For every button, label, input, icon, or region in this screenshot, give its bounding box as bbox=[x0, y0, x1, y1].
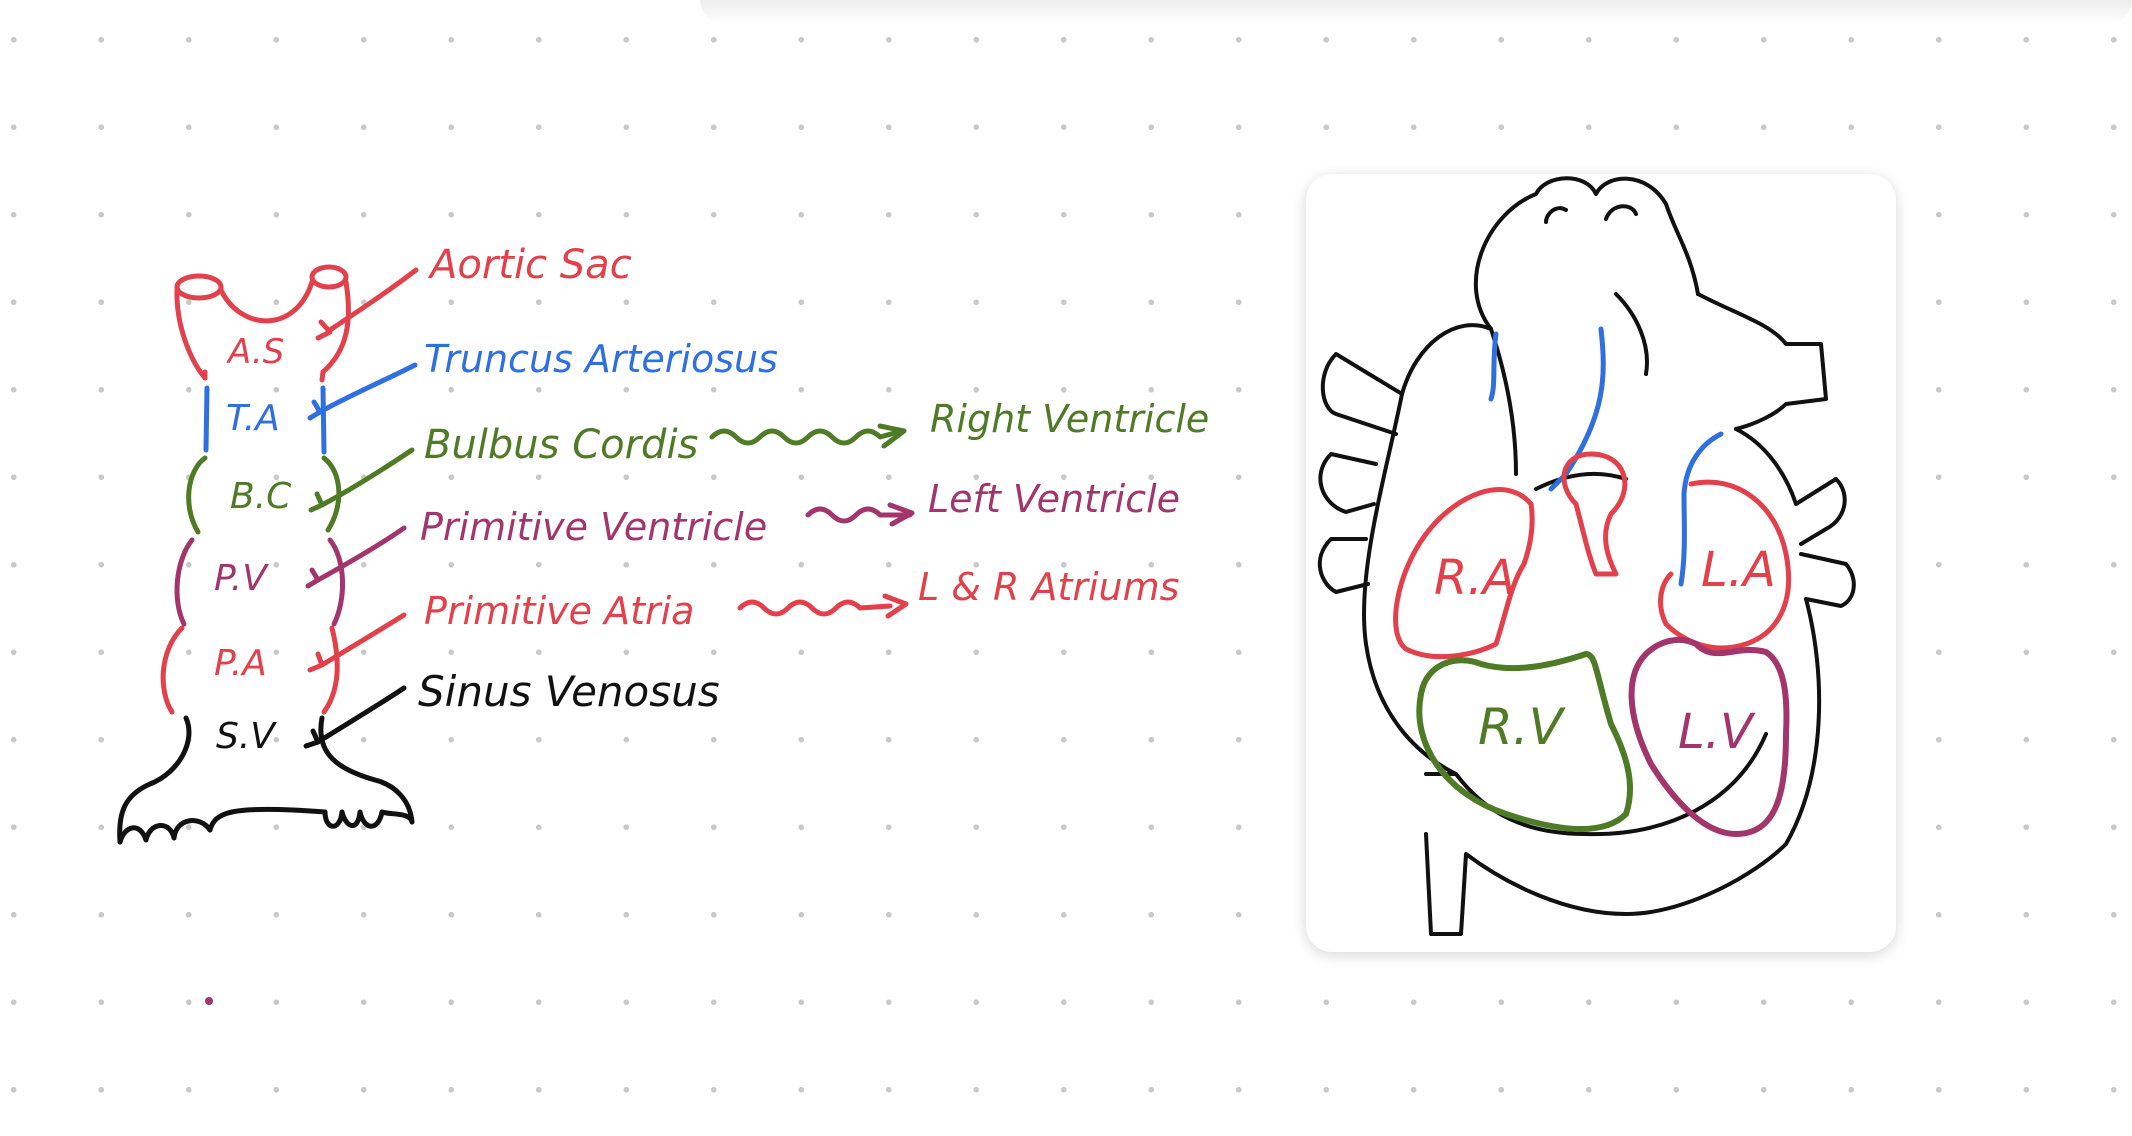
pa-to-atria-arrow bbox=[740, 602, 890, 614]
fate-left-ventricle: Left Ventricle bbox=[928, 477, 1180, 521]
label-aortic-sac: Aortic Sac bbox=[427, 242, 632, 288]
bulbus-to-rv-arrow bbox=[712, 431, 902, 443]
segment-pv: P.V bbox=[214, 558, 269, 599]
adult-heart-diagram: R.A L.A R.V L.V bbox=[1306, 174, 1896, 952]
chamber-lv: L.V bbox=[1678, 704, 1756, 760]
fate-lr-atriums: L & R Atriums bbox=[918, 565, 1179, 609]
segment-ta: T.A bbox=[226, 398, 280, 439]
adult-heart-card[interactable]: R.A L.A R.V L.V bbox=[1306, 174, 1896, 952]
truncus-arteriosus-leader bbox=[320, 365, 415, 412]
fate-right-ventricle: Right Ventricle bbox=[930, 397, 1209, 441]
chamber-rv: R.V bbox=[1478, 698, 1567, 756]
chamber-la: L.A bbox=[1701, 542, 1776, 598]
aortic-sac-leader bbox=[330, 270, 416, 330]
segment-pa: P.A bbox=[214, 643, 267, 684]
label-primitive-ventricle: Primitive Ventricle bbox=[420, 505, 767, 549]
segment-bc: B.C bbox=[230, 476, 292, 517]
label-bulbus-cordis: Bulbus Cordis bbox=[424, 422, 698, 468]
stray-ink-dot bbox=[205, 997, 213, 1005]
segment-as: A.S bbox=[226, 332, 284, 372]
segment-sv: S.V bbox=[216, 716, 277, 757]
pv-to-lv-arrow bbox=[808, 509, 910, 521]
label-truncus-arteriosus: Truncus Arteriosus bbox=[424, 337, 778, 381]
chamber-ra: R.A bbox=[1434, 550, 1515, 606]
label-primitive-atria: Primitive Atria bbox=[424, 589, 694, 633]
primitive-ventricle-leader bbox=[318, 528, 404, 580]
label-sinus-venosus: Sinus Venosus bbox=[418, 667, 720, 716]
